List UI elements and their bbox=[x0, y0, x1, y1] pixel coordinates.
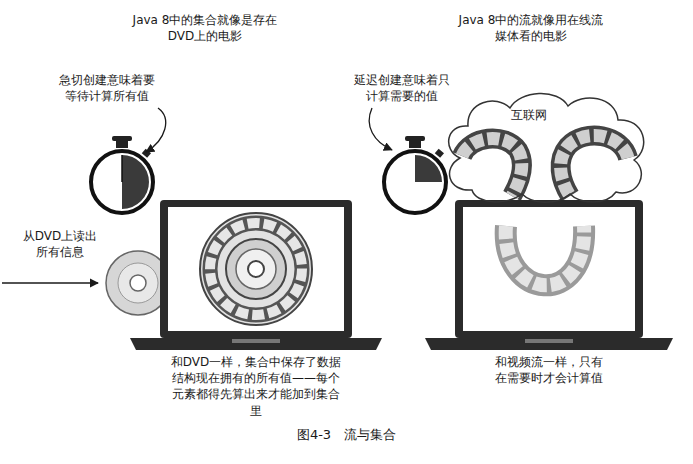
callout: 延迟创建意味着只计算需要的值 bbox=[350, 72, 454, 104]
laptop bbox=[425, 200, 673, 350]
panel-caption: 和视频流一样，只有在需要时才会计算值 bbox=[491, 354, 606, 386]
laptop bbox=[130, 200, 382, 350]
cloud-outline bbox=[440, 88, 650, 206]
cloud-label: 互联网 bbox=[511, 108, 547, 124]
panel-title: Java 8中的集合就像是存在DVD上的电影 bbox=[130, 12, 280, 44]
callout: 急切创建意味着要等待计算所有值 bbox=[55, 72, 159, 104]
film-reel bbox=[200, 213, 312, 325]
panel-caption: 和DVD一样，集合中保存了数据结构现在拥有的所有值——每个元素都得先算出来才能加… bbox=[168, 354, 344, 419]
panel-title: Java 8中的流就像用在线流媒体看的电影 bbox=[455, 12, 607, 44]
figure-caption: 图4-3 流与集合 bbox=[0, 426, 693, 444]
cloud-shape: 互联网 bbox=[440, 88, 650, 206]
stopwatch bbox=[91, 136, 153, 213]
film-strip bbox=[506, 226, 584, 285]
stopwatch bbox=[384, 136, 446, 213]
source-label: 从DVD上读出所有信息 bbox=[20, 228, 100, 260]
